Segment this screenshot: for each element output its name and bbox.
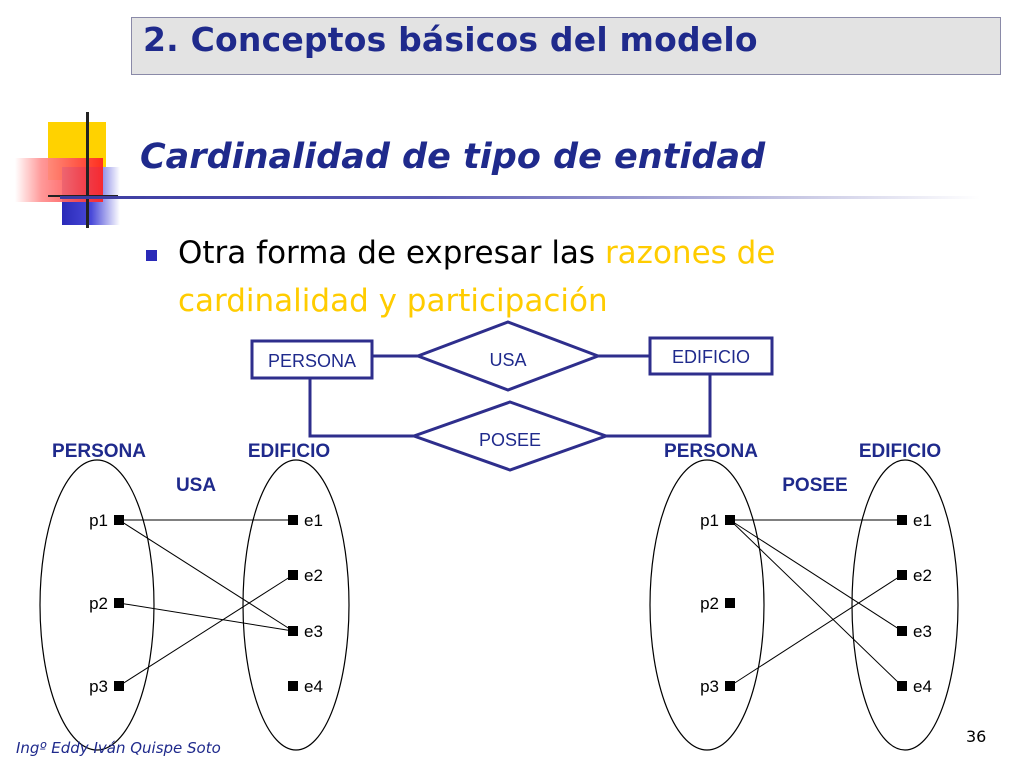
bullet-icon (146, 250, 157, 261)
link-p2-e3 (118, 602, 294, 632)
set-edificio-ellipse (242, 459, 350, 751)
node-marker (897, 570, 907, 580)
node-marker (897, 626, 907, 636)
set-persona-ellipse (39, 459, 155, 751)
link-p1-e4 (729, 519, 903, 687)
node-marker (897, 515, 907, 525)
er-link-posee-edificio (606, 374, 712, 438)
node-label-e1: e1 (304, 511, 323, 530)
entity-edificio (648, 336, 774, 376)
title-rule (60, 196, 980, 199)
node-label-p1: p1 (89, 511, 108, 530)
node-label-p2: p2 (89, 594, 108, 613)
relation-posee-label: POSEE (479, 430, 541, 450)
node-label-e3: e3 (304, 622, 323, 641)
page-number: 36 (966, 727, 987, 746)
set-edificio-ellipse (851, 459, 959, 751)
link-p3-e2 (729, 574, 903, 687)
header-box (131, 17, 1001, 75)
node-label-p3: p3 (700, 677, 719, 696)
node-marker (114, 515, 124, 525)
node-marker (725, 598, 735, 608)
node-label-e2: e2 (913, 566, 932, 585)
node-marker (897, 681, 907, 691)
entity-persona-label: PERSONA (268, 351, 356, 371)
entity-edificio-label: EDIFICIO (672, 347, 750, 367)
instance-diagram-posee: PERSONA EDIFICIO POSEE p1 p2 p3 e1 e2 e3 e4 (649, 441, 959, 751)
bullet-text: Otra forma de expresar las razones de ca… (178, 229, 898, 325)
node-label-e3: e3 (913, 622, 932, 641)
node-marker (725, 681, 735, 691)
node-label-p3: p3 (89, 677, 108, 696)
section-subtitle: Cardinalidad de tipo de entidad (140, 137, 766, 177)
node-marker (725, 515, 735, 525)
node-label-e4: e4 (913, 677, 932, 696)
node-marker (288, 626, 298, 636)
footer-author: Ingº Eddy Iván Quispe Soto (16, 739, 221, 757)
slide-title: 2. Conceptos básicos del modelo (143, 20, 758, 59)
set-persona-ellipse (649, 459, 765, 751)
bullet-prefix: Otra forma de expresar las (178, 235, 605, 271)
node-label-e1: e1 (913, 511, 932, 530)
node-marker (114, 681, 124, 691)
node-label-p2: p2 (700, 594, 719, 613)
relation-heading: USA (176, 475, 216, 496)
decor-vertical-line (86, 112, 89, 228)
relation-usa (413, 320, 603, 392)
node-label-e2: e2 (304, 566, 323, 585)
node-label-e4: e4 (304, 677, 323, 696)
set-persona-heading: PERSONA (52, 441, 146, 462)
node-marker (288, 681, 298, 691)
bullet-highlight: razones de cardinalidad y participación (178, 235, 776, 319)
node-marker (288, 515, 298, 525)
node-label-p1: p1 (700, 511, 719, 530)
set-edificio-heading: EDIFICIO (859, 441, 941, 462)
link-p3-e2 (118, 574, 294, 687)
relation-posee (409, 400, 611, 472)
set-edificio-heading: EDIFICIO (248, 441, 330, 462)
relation-heading: POSEE (782, 475, 847, 496)
er-link-persona-posee (308, 378, 414, 438)
node-marker (288, 570, 298, 580)
node-marker (114, 598, 124, 608)
link-p1-e3 (729, 519, 903, 632)
instance-diagram-usa: PERSONA EDIFICIO USA p1 p2 p3 e1 e2 e3 e4 (39, 441, 350, 751)
relation-usa-label: USA (489, 350, 526, 370)
set-persona-heading: PERSONA (664, 441, 758, 462)
entity-persona (250, 339, 374, 380)
link-p1-e3 (118, 519, 294, 632)
